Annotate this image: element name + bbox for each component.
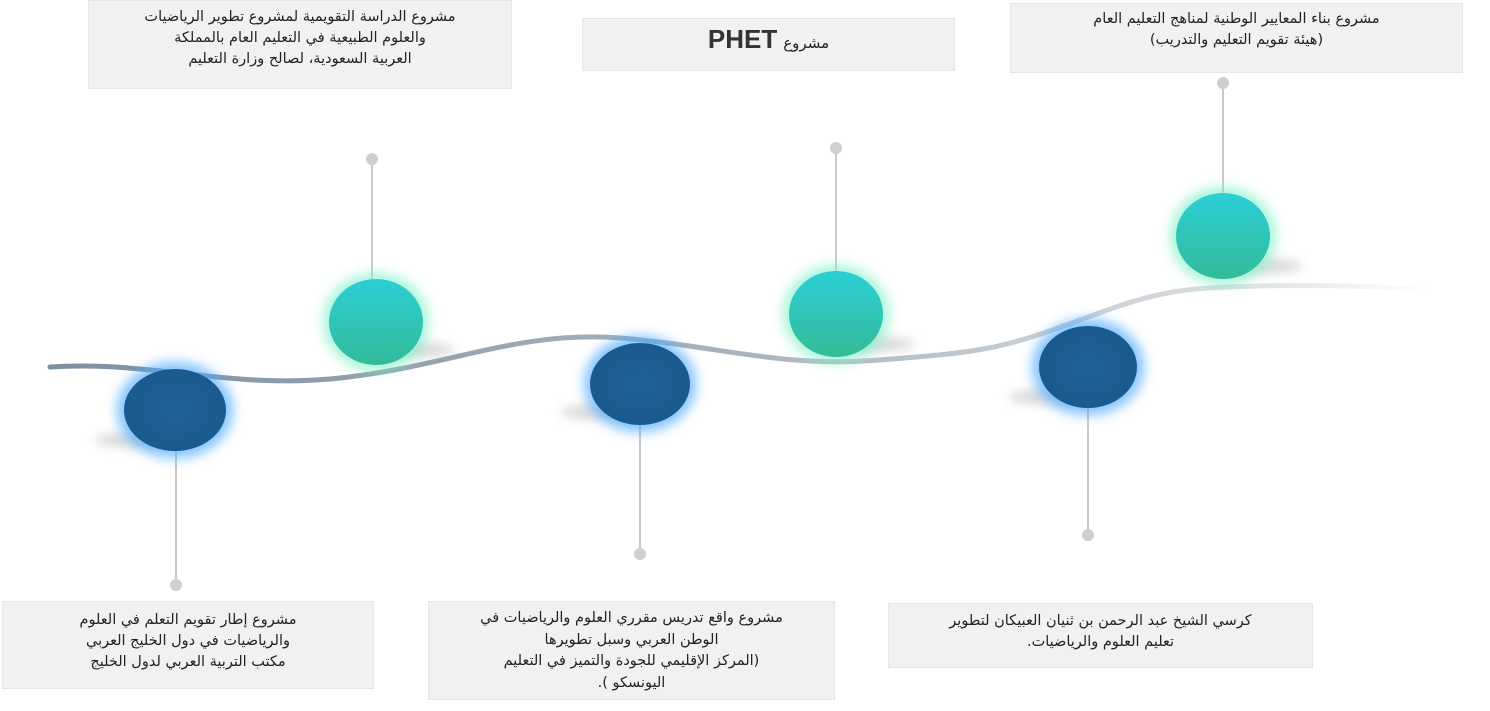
milestone-text: اليونسكو ). [597, 674, 666, 691]
milestone-box-6: مشروع بناء المعايير الوطنية لمناهج التعل… [1010, 3, 1463, 73]
milestone-text: والعلوم الطبيعية في التعليم العام بالممل… [174, 30, 426, 46]
node-4 [783, 265, 889, 363]
milestone-text: (هيئة تقويم التعليم والتدريب) [1149, 32, 1324, 48]
connector-dot [1217, 77, 1229, 89]
milestone-text: العربية السعودية، لصالح وزارة التعليم [188, 51, 412, 67]
timeline-curve [47, 282, 1433, 384]
node-1 [117, 362, 233, 458]
milestone-text: كرسي الشيخ عبد الرحمن بن ثنيان العبيكان … [949, 613, 1252, 629]
milestone-box-2: مشروع الدراسة التقويمية لمشروع تطوير الر… [88, 0, 512, 89]
milestone-text: مشروع واقع تدريس مقرري العلوم والرياضيات… [480, 610, 783, 626]
milestone-text: مكتب التربية العربي لدول الخليج [90, 654, 286, 670]
node-2 [323, 273, 429, 371]
node-5 [1032, 319, 1144, 415]
milestone-text: والرياضيات في دول الخليج العربي [85, 633, 290, 649]
milestone-name: PHET [707, 24, 778, 54]
node-3 [584, 336, 696, 432]
milestone-text: مشروع الدراسة التقويمية لمشروع تطوير الر… [144, 9, 456, 25]
milestone-text: تعليم العلوم والرياضيات. [1026, 634, 1175, 650]
node-6 [1170, 187, 1276, 285]
milestone-text: مشروع إطار تقويم التعلم في العلوم [79, 612, 297, 628]
milestone-text: الوطن العربي وسبل تطويرها [544, 631, 719, 648]
connector-dot [366, 153, 378, 165]
milestone-box-5: كرسي الشيخ عبد الرحمن بن ثنيان العبيكان … [888, 603, 1313, 668]
milestone-box-3: مشروع واقع تدريس مقرري العلوم والرياضيات… [428, 601, 835, 700]
milestone-box-4: مشروع PHET [582, 18, 955, 71]
connector-dot [1082, 529, 1094, 541]
milestone-prefix: مشروع [783, 34, 830, 52]
milestone-text: مشروع بناء المعايير الوطنية لمناهج التعل… [1093, 11, 1380, 27]
connector-dot [170, 579, 182, 591]
connector-dot [634, 548, 646, 560]
connector-dot [830, 142, 842, 154]
milestone-text: (المركز الإقليمي للجودة والتميز في التعل… [503, 653, 760, 669]
milestone-box-1: مشروع إطار تقويم التعلم في العلوم والريا… [2, 601, 374, 689]
